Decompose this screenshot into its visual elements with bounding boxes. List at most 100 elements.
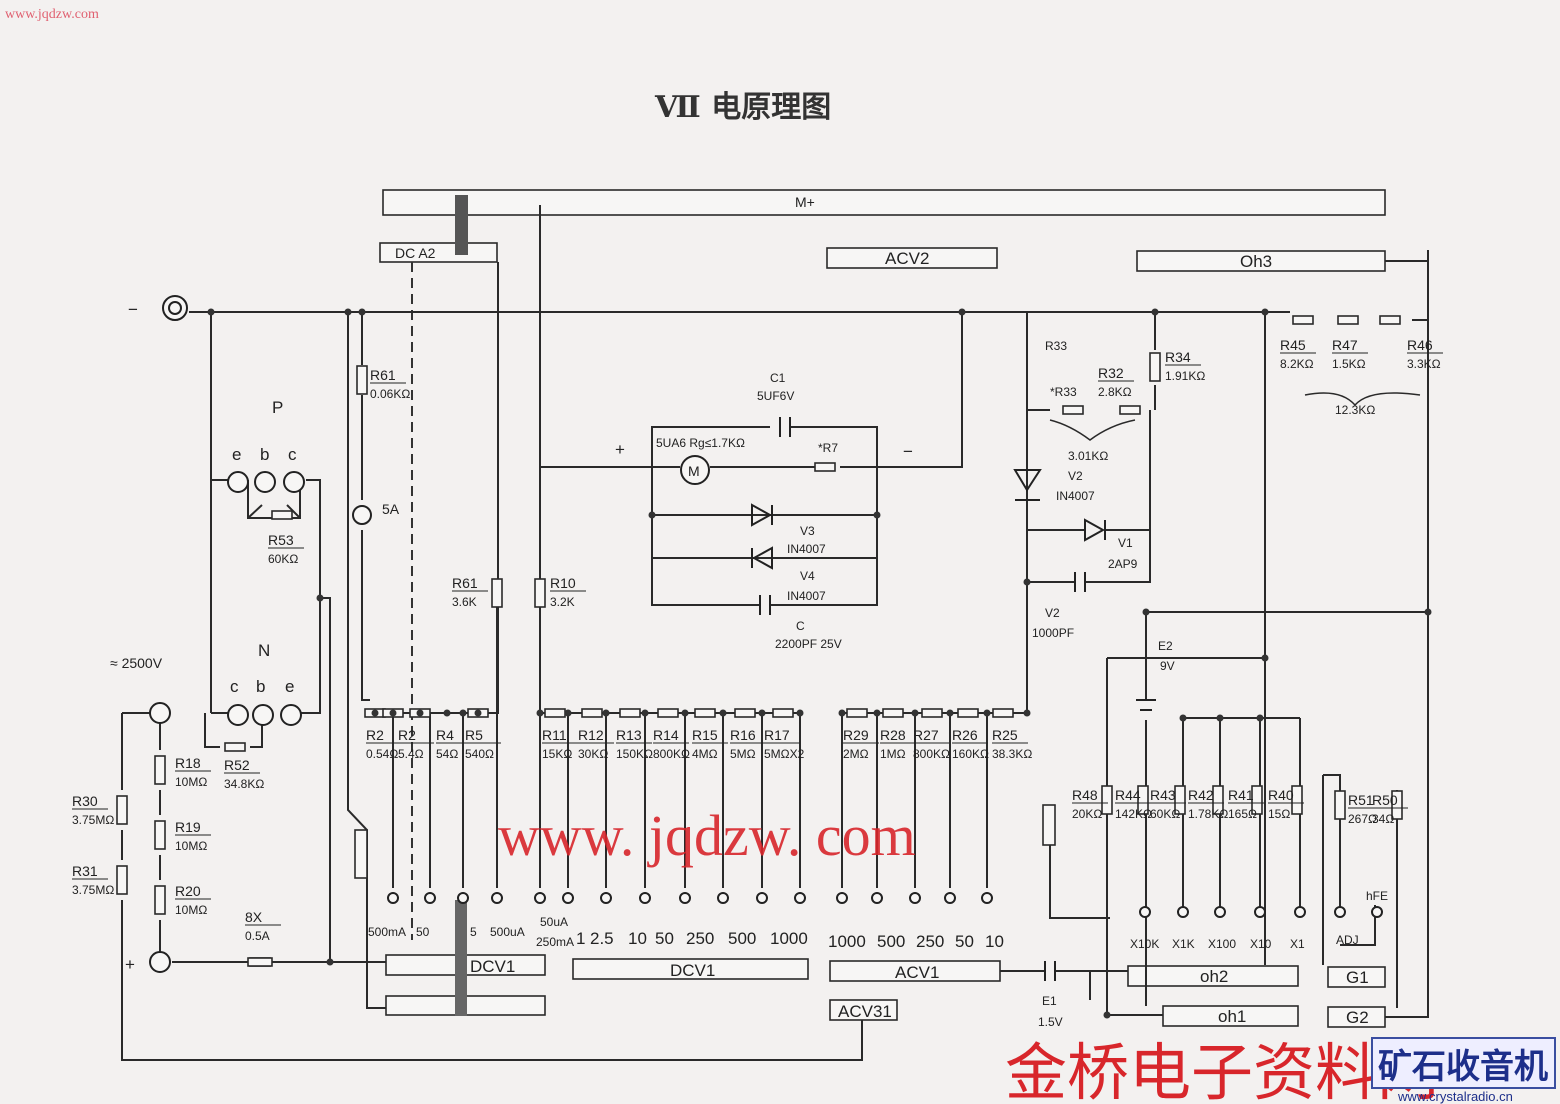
label-r-total: 12.3KΩ	[1335, 403, 1375, 417]
label-v1-name: V1	[1118, 536, 1133, 550]
resistor-r34: R34 1.91KΩ	[1149, 349, 1205, 383]
component-name: R16	[730, 727, 756, 743]
diode-v3-icon	[751, 503, 773, 527]
component-value: 3.6K	[452, 595, 477, 609]
ohm-range-jack[interactable]	[1254, 906, 1266, 918]
resistor-icon	[581, 708, 603, 718]
junction-dot	[1179, 714, 1187, 722]
label-c1-name: C1	[770, 371, 786, 385]
resistor-icon	[1174, 785, 1186, 815]
junction-dot	[207, 308, 215, 316]
label-meter: 5UA6 Rg≤1.7KΩ	[656, 436, 745, 450]
range-jack[interactable]	[679, 892, 691, 904]
junction-dot	[536, 709, 544, 717]
range-jack[interactable]	[944, 892, 956, 904]
component-value: 54Ω	[436, 747, 458, 761]
resistor-icon	[921, 708, 943, 718]
bus-g2-label: G2	[1346, 1008, 1369, 1027]
brace-12k3	[1304, 392, 1421, 407]
range-label: 250mA	[536, 935, 574, 949]
resistor-icon	[1251, 785, 1263, 815]
hfe-jack[interactable]	[1371, 906, 1383, 918]
label-n-c: c	[230, 677, 239, 696]
range-jack[interactable]	[909, 892, 921, 904]
component-name: R46	[1407, 337, 1433, 353]
ohm-range-jack[interactable]	[1294, 906, 1306, 918]
range-jack[interactable]	[562, 892, 574, 904]
range-jack[interactable]	[717, 892, 729, 904]
p-socket-c[interactable]	[283, 471, 305, 493]
component-name: R34	[1165, 349, 1191, 365]
junction-dot	[911, 709, 919, 717]
5a-terminal[interactable]	[352, 505, 372, 525]
range-jack[interactable]	[534, 892, 546, 904]
bus-m-plus	[382, 189, 1386, 216]
resistor-icon	[154, 820, 166, 850]
ohm-range-jack[interactable]	[1177, 906, 1189, 918]
junction-dot	[316, 594, 324, 602]
plus-terminal[interactable]	[149, 951, 171, 973]
range-label: 1000	[770, 929, 808, 948]
range-label: 5	[470, 925, 477, 939]
range-jack[interactable]	[836, 892, 848, 904]
component-value: 15KΩ	[542, 747, 572, 761]
range-jack[interactable]	[639, 892, 651, 904]
junction-dot	[326, 958, 334, 966]
label-r7: *R7	[818, 441, 838, 455]
potentiometer-shunt[interactable]	[354, 829, 368, 879]
component-value: 10MΩ	[175, 775, 207, 789]
range-jack[interactable]	[491, 892, 503, 904]
junction-dot	[648, 511, 656, 519]
range-jack[interactable]	[794, 892, 806, 904]
potentiometer-ohm-adj[interactable]	[1042, 804, 1056, 846]
range-jack[interactable]	[756, 892, 768, 904]
resistor-icon	[1137, 785, 1149, 815]
range-jack[interactable]	[981, 892, 993, 904]
component-value: 15Ω	[1268, 807, 1290, 821]
ohm-range-jack[interactable]	[1139, 906, 1151, 918]
hv-terminal[interactable]	[149, 702, 171, 724]
ohm-range-label: X10	[1250, 937, 1272, 951]
component-name: R41	[1228, 787, 1254, 803]
resistor-icon	[491, 578, 503, 608]
range-jack[interactable]	[871, 892, 883, 904]
n-socket-e[interactable]	[280, 704, 302, 726]
acv-range-label: 50	[955, 932, 974, 951]
bus-dc-a2-label: DC A2	[395, 245, 436, 261]
switch-contact-top	[455, 195, 468, 255]
component-value: 800KΩ	[653, 747, 690, 761]
label-e2-value: 9V	[1160, 659, 1175, 673]
p-socket-b[interactable]	[254, 471, 276, 493]
component-name: R50	[1372, 792, 1398, 808]
junction-dot	[1261, 654, 1269, 662]
resistor-icon	[1337, 315, 1359, 325]
range-jack[interactable]	[387, 892, 399, 904]
label-v3-name: V3	[800, 524, 815, 538]
label-c-value: 2200PF 25V	[775, 637, 842, 651]
junction-dot	[958, 308, 966, 316]
ohm-range-jack[interactable]	[1214, 906, 1226, 918]
component-value: 540Ω	[465, 747, 494, 761]
resistor-icon	[1149, 352, 1161, 382]
range-jack[interactable]	[424, 892, 436, 904]
component-value: 1.91KΩ	[1165, 369, 1205, 383]
component-name: R26	[952, 727, 978, 743]
p-socket-e[interactable]	[227, 471, 249, 493]
ohm-range-jack[interactable]	[1334, 906, 1346, 918]
resistor-icon	[657, 708, 679, 718]
resistor-icon	[116, 795, 128, 825]
watermark-top: www.jqdzw.com	[5, 7, 99, 22]
range-jack[interactable]	[457, 892, 469, 904]
range-jack[interactable]	[600, 892, 612, 904]
range-label: 500mA	[368, 925, 406, 939]
label-plus-terminal: +	[125, 955, 135, 974]
component-value: 0.06KΩ	[370, 387, 410, 401]
component-name: R18	[175, 755, 201, 771]
resistor-icon	[734, 708, 756, 718]
page-title: Ⅶ 电原理图	[654, 90, 831, 125]
n-socket-c[interactable]	[227, 704, 249, 726]
n-socket-b[interactable]	[252, 704, 274, 726]
